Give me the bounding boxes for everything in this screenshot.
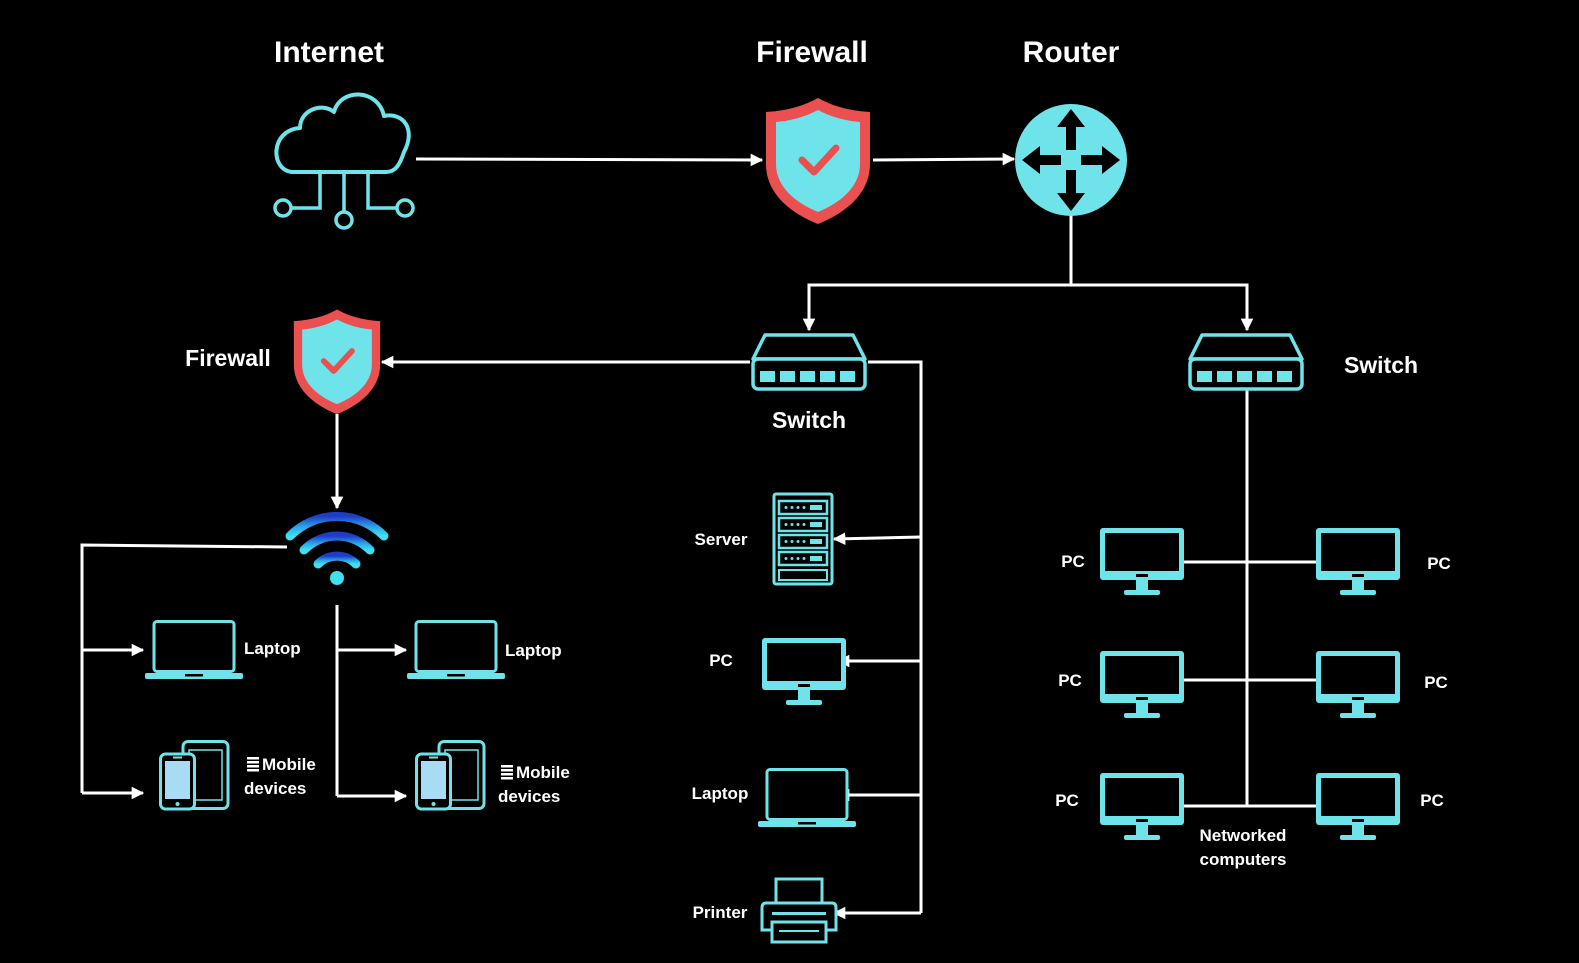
list-glyph-icon — [501, 765, 513, 780]
label-laptop-2: Laptop — [505, 641, 562, 660]
printer-icon — [760, 877, 838, 944]
laptop-1-icon — [143, 620, 245, 681]
label-networked-line1: Networked — [1200, 826, 1287, 845]
switch-center-icon — [751, 333, 867, 391]
router-icon — [1015, 104, 1127, 216]
wire-firewall-router — [872, 152, 1016, 166]
label-internet: Internet — [274, 36, 384, 69]
laptop-center-icon — [756, 768, 858, 829]
list-glyph-icon — [247, 757, 259, 772]
label-printer: Printer — [693, 903, 748, 922]
label-mobile-2-line1: Mobile — [516, 763, 570, 782]
server-rack-icon — [772, 492, 834, 586]
wire-switch-bus — [868, 360, 923, 913]
label-router: Router — [1023, 36, 1120, 69]
pc-center-icon — [762, 638, 846, 705]
label-firewall-left: Firewall — [185, 345, 271, 371]
pc-r2-left-icon — [1100, 651, 1184, 718]
wire-bus-server — [832, 532, 922, 546]
label-pc-r2-left: PC — [1058, 671, 1082, 690]
pc-r1-left-icon — [1100, 528, 1184, 595]
wire-wifi-left-bus — [80, 543, 288, 793]
label-switch-center: Switch — [772, 407, 846, 433]
wire-internet-firewall — [415, 153, 764, 167]
label-mobile-2-line2: devices — [498, 787, 560, 806]
laptop-2-icon — [405, 620, 507, 681]
wire-router-switch-right — [1071, 283, 1254, 332]
label-pc-r1-left: PC — [1061, 552, 1085, 571]
pc-r2-right-icon — [1316, 651, 1400, 718]
wifi-icon — [285, 511, 389, 585]
firewall-left-shield-icon — [294, 310, 380, 415]
label-firewall-top: Firewall — [756, 36, 868, 69]
switch-right-icon — [1188, 333, 1304, 391]
label-pc-center: PC — [709, 651, 733, 670]
cloud-network-icon — [273, 92, 415, 230]
wire-router-switch-center — [802, 283, 1071, 332]
label-laptop-center: Laptop — [692, 784, 749, 803]
label-pc-r3-right: PC — [1420, 791, 1444, 810]
mobile-devices-2-icon — [415, 740, 486, 811]
firewall-top-shield-icon — [766, 98, 870, 224]
label-pc-r3-left: PC — [1055, 791, 1079, 810]
label-pc-r1-right: PC — [1427, 554, 1451, 573]
pc-r1-right-icon — [1316, 528, 1400, 595]
label-mobile-1-line1: Mobile — [262, 755, 316, 774]
mobile-devices-1-icon — [159, 740, 230, 811]
pc-r3-right-icon — [1316, 773, 1400, 840]
label-laptop-1: Laptop — [244, 639, 301, 658]
label-switch-right: Switch — [1344, 352, 1418, 378]
label-pc-r2-right: PC — [1424, 673, 1448, 692]
label-mobile-1-line2: devices — [244, 779, 306, 798]
label-networked-line2: computers — [1200, 850, 1287, 869]
label-server: Server — [695, 530, 748, 549]
pc-r3-left-icon — [1100, 773, 1184, 840]
